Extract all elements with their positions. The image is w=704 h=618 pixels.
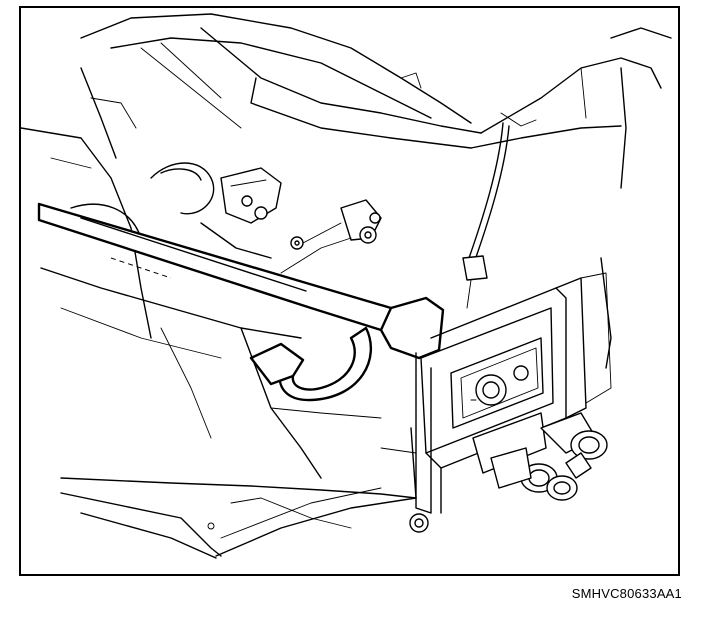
figure-code: SMHVC80633AA1 (571, 586, 682, 601)
heater-core-pipes (472, 412, 608, 501)
case-upper-housing (80, 13, 672, 189)
case-lower-housing (60, 327, 417, 559)
heater-core-plate (409, 257, 612, 533)
vacuum-line (462, 122, 510, 309)
case-left-housing (21, 67, 302, 359)
removal-tool (37, 202, 445, 402)
hvac-module-line-drawing (21, 13, 672, 559)
vacuum-linkage (150, 162, 382, 274)
illustration-frame (19, 6, 680, 576)
